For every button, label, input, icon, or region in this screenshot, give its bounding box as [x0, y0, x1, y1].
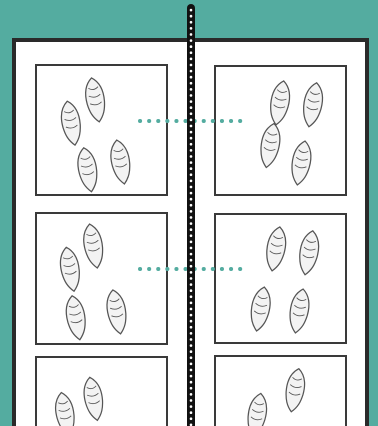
matching-scene: [0, 0, 378, 426]
connections-overlay: [0, 0, 378, 426]
